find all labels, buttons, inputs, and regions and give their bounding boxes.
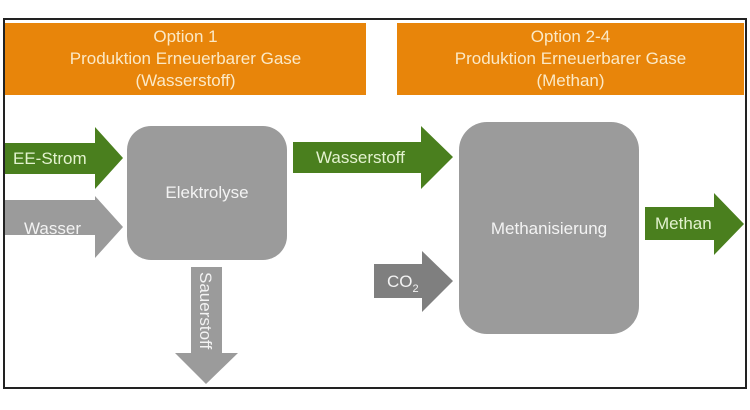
arrow-sauerstoff-shape — [175, 267, 238, 384]
arrow-methan-shape — [645, 193, 744, 255]
header-option-2-4-title: Option 2-4 — [530, 27, 611, 46]
arrow-ee-strom-label: EE-Strom — [13, 149, 87, 168]
arrow-wasserstoff-label: Wasserstoff — [316, 148, 405, 167]
process-elektrolyse-label: Elektrolyse — [165, 183, 248, 202]
arrow-wasser-label: Wasser — [24, 219, 81, 238]
arrow-methan: Methan — [645, 193, 744, 255]
arrow-ee-strom: EE-Strom — [5, 127, 123, 189]
arrow-wasserstoff: Wasserstoff — [293, 126, 453, 189]
arrow-wasser-shape — [5, 196, 123, 258]
process-elektrolyse-box — [127, 126, 287, 260]
header-option-1: Option 1 Produktion Erneuerbarer Gase (W… — [5, 23, 366, 95]
process-elektrolyse: Elektrolyse — [127, 126, 287, 260]
process-methanisierung-label: Methanisierung — [491, 219, 607, 238]
arrow-ee-strom-shape — [5, 127, 123, 189]
arrow-wasserstoff-shape — [293, 126, 453, 189]
header-option-2-4-product: (Methan) — [536, 71, 605, 90]
arrow-co2-shape — [374, 251, 453, 312]
arrow-co2: CO2 — [374, 251, 453, 312]
arrow-methan-label: Methan — [655, 214, 712, 233]
header-option-2-4: Option 2-4 Produktion Erneuerbarer Gase … — [397, 23, 744, 95]
process-methanisierung-box — [459, 122, 639, 334]
header-option-2-4-subtitle: Produktion Erneuerbarer Gase — [454, 49, 687, 68]
header-option-1-title: Option 1 — [153, 27, 218, 46]
header-option-1-product: (Wasserstoff) — [135, 71, 236, 90]
header-option-1-subtitle: Produktion Erneuerbarer Gase — [69, 49, 302, 68]
arrow-wasser: Wasser — [5, 196, 123, 258]
arrow-sauerstoff: Sauerstoff — [175, 267, 238, 384]
process-methanisierung: Methanisierung — [459, 122, 639, 334]
arrow-co2-label-subscript: 2 — [413, 283, 419, 295]
arrow-sauerstoff-label: Sauerstoff — [196, 272, 215, 349]
arrow-co2-label-base: CO — [387, 272, 413, 291]
arrow-co2-label: CO2 — [387, 272, 419, 295]
